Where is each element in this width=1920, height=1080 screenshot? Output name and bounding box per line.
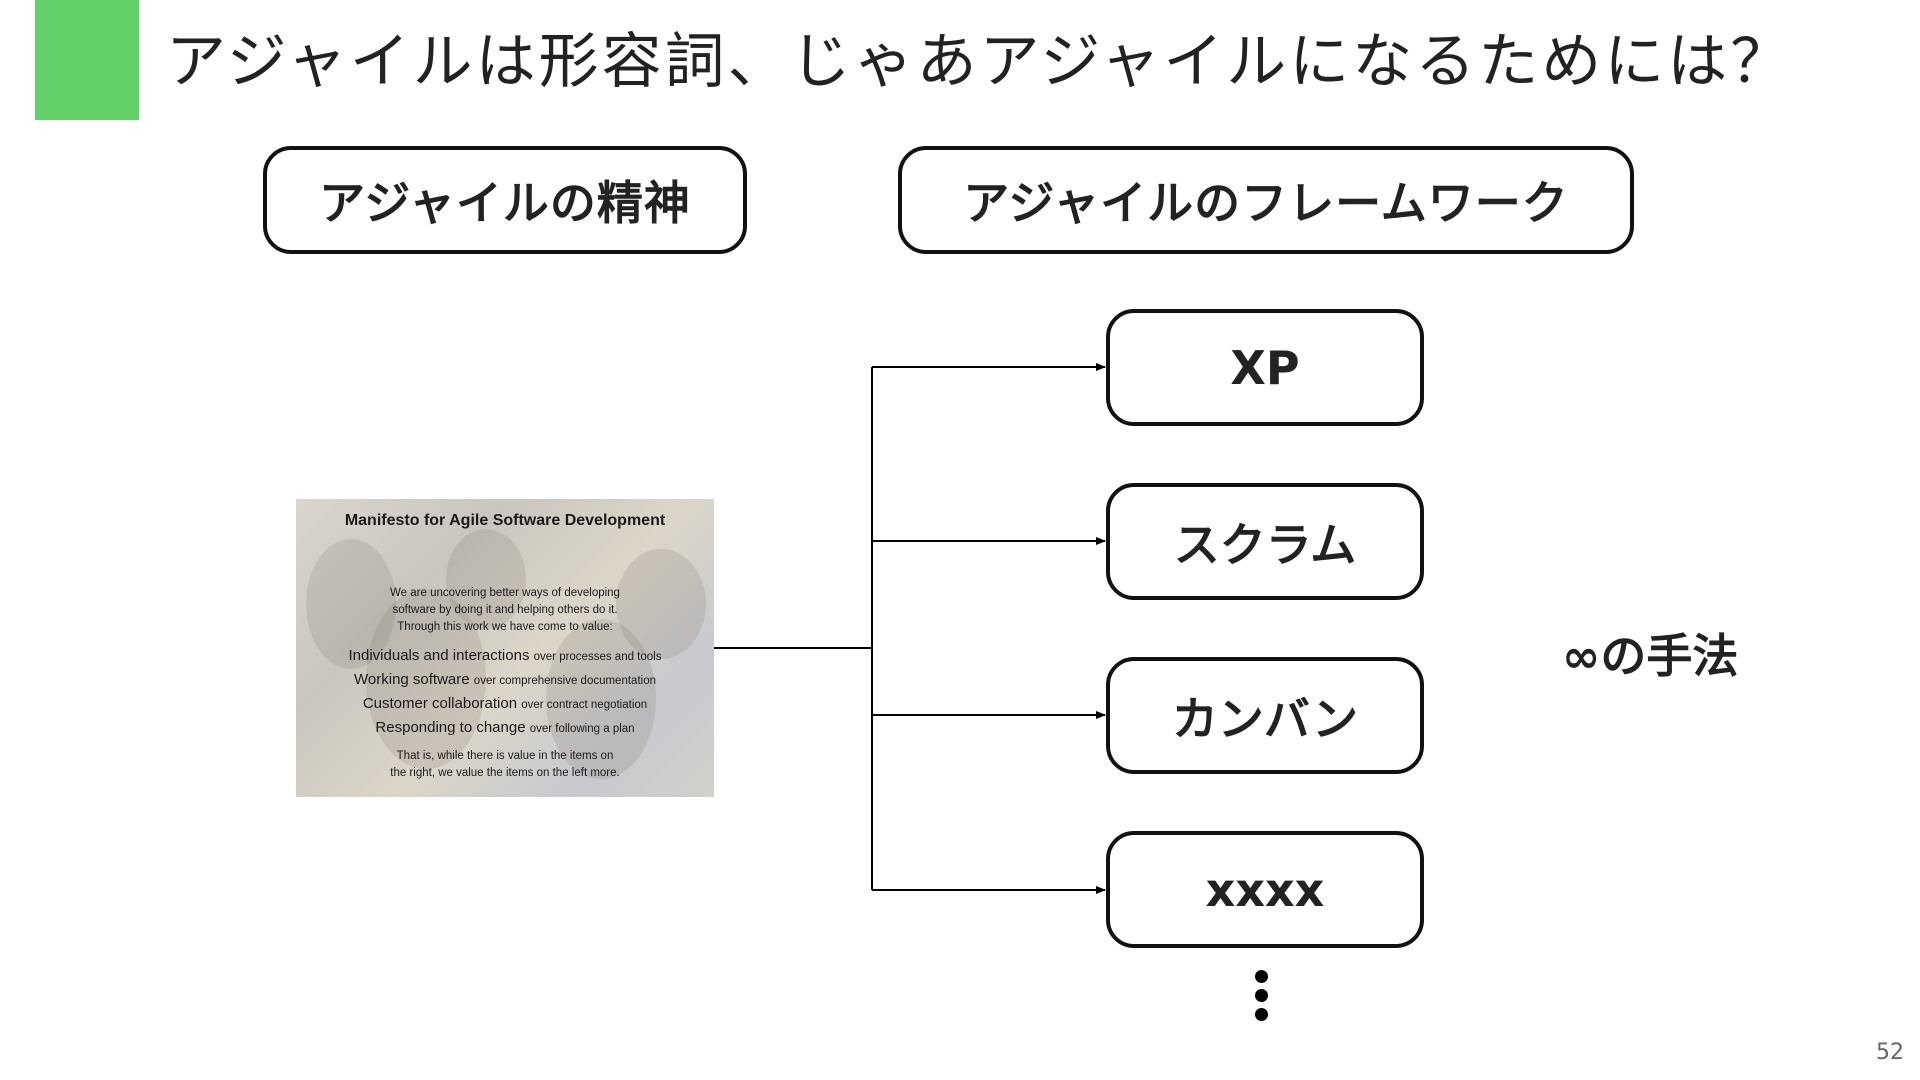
manifesto-value-main: Working software <box>354 671 470 688</box>
more-methods-ellipsis-icon <box>1254 970 1270 1022</box>
agile-spirit-label: アジャイルの精神 <box>319 176 691 230</box>
method-box-xp: XP <box>1106 309 1424 426</box>
method-label: xxxx <box>1205 862 1325 917</box>
agile-framework-header: アジャイルのフレームワーク <box>898 146 1634 254</box>
method-box-xxxx: xxxx <box>1106 831 1424 948</box>
agile-manifesto-image: Manifesto for Agile Software Development… <box>296 499 714 797</box>
manifesto-value-main: Responding to change <box>375 719 526 736</box>
manifesto-title: Manifesto for Agile Software Development <box>344 512 666 529</box>
manifesto-value-main: Individuals and interactions <box>348 647 530 664</box>
method-box-scrum: スクラム <box>1106 483 1424 600</box>
manifesto-closing-line: the right, we value the items on the lef… <box>390 767 620 779</box>
manifesto-value-line: Individuals and interactions over proces… <box>296 647 714 664</box>
manifesto-intro-line: Through this work we have come to value: <box>397 621 613 633</box>
manifesto-value-main: Customer collaboration <box>362 695 518 712</box>
method-box-kanban: カンバン <box>1106 657 1424 774</box>
manifesto-value-line: Working software over comprehensive docu… <box>296 671 714 688</box>
manifesto-value-over: over processes and tools <box>533 651 662 663</box>
manifesto-intro-line: We are uncovering better ways of develop… <box>390 587 620 599</box>
method-label: スクラム <box>1173 517 1357 572</box>
page-number: 52 <box>1876 1040 1904 1065</box>
method-label: カンバン <box>1171 691 1359 746</box>
agile-spirit-header: アジャイルの精神 <box>263 146 747 254</box>
title-accent-bar <box>35 0 139 120</box>
manifesto-intro-line: software by doing it and helping others … <box>392 604 618 616</box>
agile-framework-label: アジャイルのフレームワーク <box>963 176 1569 230</box>
manifesto-value-line: Responding to change over following a pl… <box>296 719 714 736</box>
manifesto-value-over: over contract negotiation <box>521 699 648 711</box>
manifesto-value-line: Customer collaboration over contract neg… <box>296 695 714 712</box>
infinite-methods-label: ∞の手法 <box>1562 629 1739 683</box>
manifesto-closing-line: That is, while there is value in the ite… <box>396 750 614 762</box>
slide-title: アジャイルは形容詞、じゃあアジャイルになるためには？ <box>166 27 1794 97</box>
method-label: XP <box>1230 340 1300 395</box>
manifesto-value-over: over following a plan <box>529 723 635 735</box>
manifesto-value-over: over comprehensive documentation <box>473 675 656 687</box>
